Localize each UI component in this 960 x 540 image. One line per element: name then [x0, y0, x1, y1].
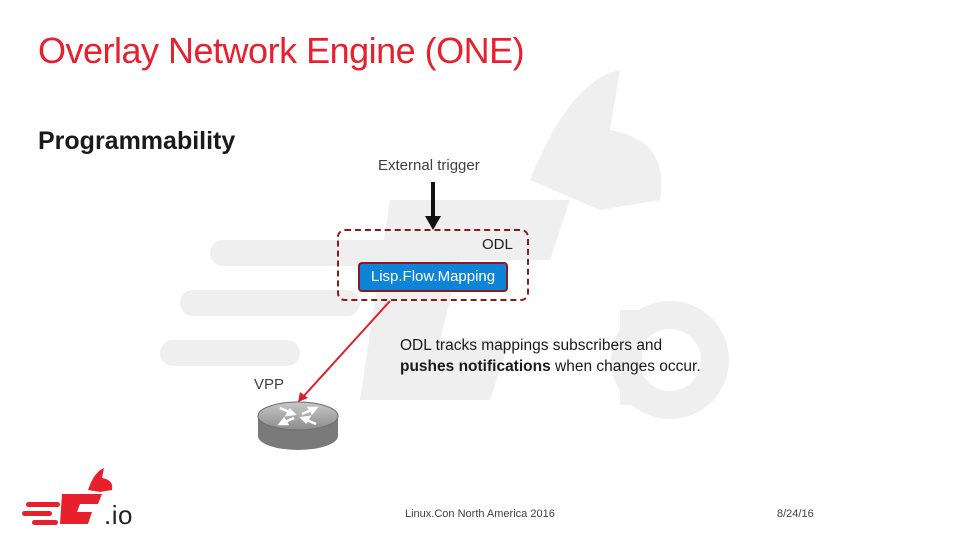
footer-event: Linux.Con North America 2016 [405, 508, 555, 520]
router-icon [257, 401, 339, 450]
fdio-logo-icon [22, 468, 113, 525]
lisp-flow-mapping-box: Lisp.Flow.Mapping [358, 262, 508, 292]
slide-title: Overlay Network Engine (ONE) [38, 30, 525, 71]
vpp-label: VPP [254, 376, 285, 393]
mapping-note: ODL tracks mappings subscribers and push… [400, 335, 730, 377]
note-bold: pushes notifications [400, 358, 551, 375]
slide-subtitle: Programmability [38, 127, 236, 155]
fdio-watermark-icon [160, 70, 729, 419]
down-arrow-icon [425, 182, 441, 230]
note-line-2: when changes occur. [550, 358, 701, 375]
footer-date: 8/24/16 [777, 508, 814, 520]
logo-suffix: .io [104, 500, 133, 530]
note-line-1: ODL tracks mappings subscribers and [400, 337, 663, 354]
odl-container [337, 229, 529, 301]
external-trigger-label: External trigger [378, 157, 480, 174]
odl-label: ODL [482, 236, 513, 253]
